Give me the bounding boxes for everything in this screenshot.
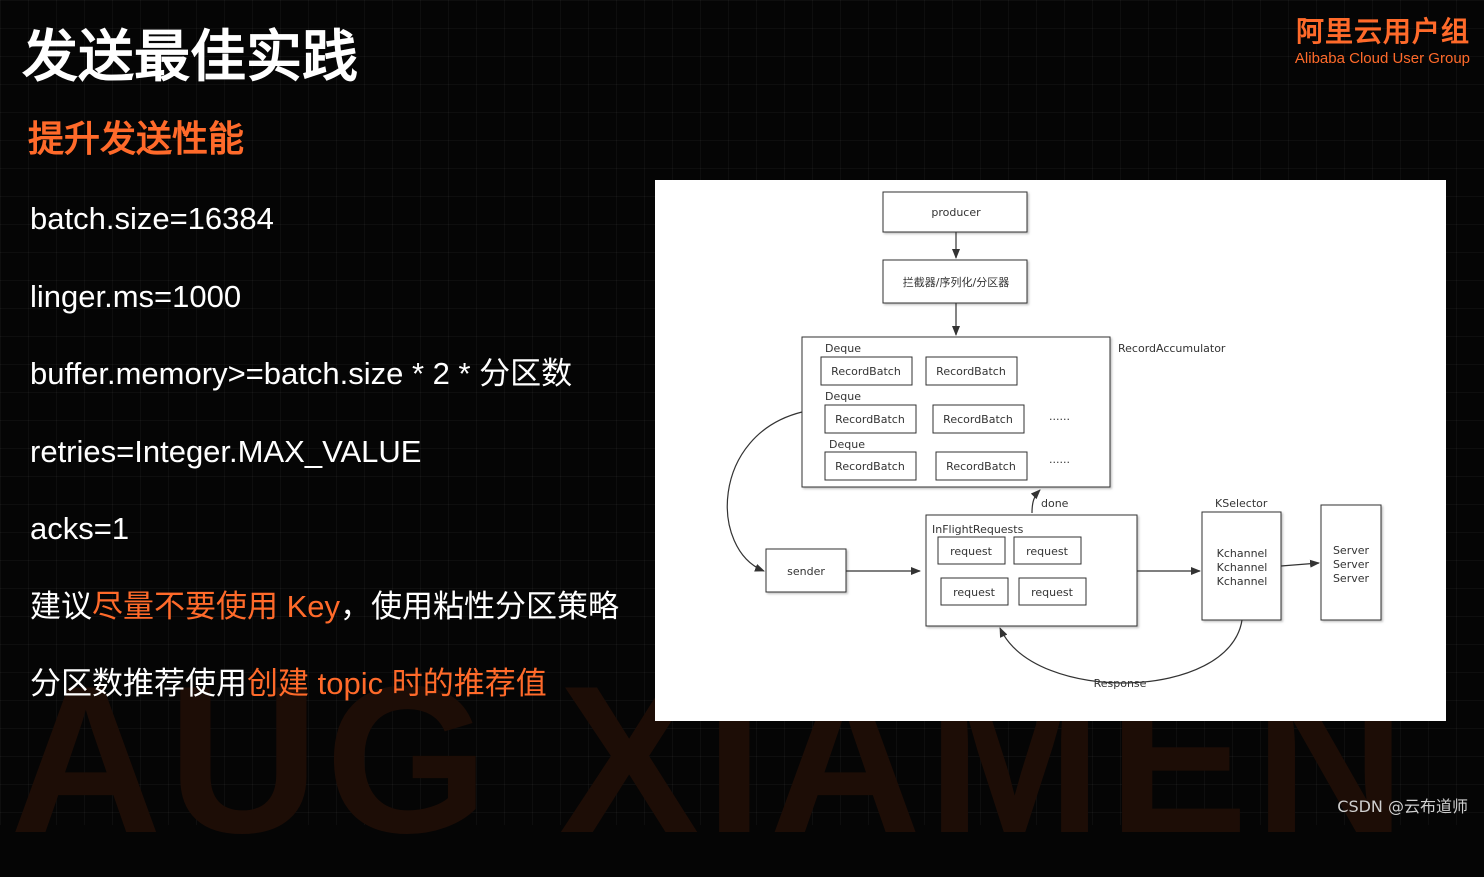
server-label-3: Server xyxy=(1333,572,1370,585)
interceptor-label: 拦截器/序列化/分区器 xyxy=(903,275,1009,289)
record-batch-label-1-1: RecordBatch xyxy=(831,365,901,378)
arrow-kselector-to-server xyxy=(1280,559,1320,568)
request-label-3: request xyxy=(953,586,996,599)
config-item-batch-size: batch.size=16384 xyxy=(30,201,274,236)
recommendation-key-prefix: 建议 xyxy=(30,588,92,624)
deque-label-1: Deque xyxy=(825,342,861,355)
kselector-label: KSelector xyxy=(1215,497,1268,510)
record-batch-label-2-2: RecordBatch xyxy=(943,413,1013,426)
record-batch-label-1-2: RecordBatch xyxy=(936,365,1006,378)
request-box-1 xyxy=(937,536,1006,565)
recommendation-partitions: 分区数推荐使用创建 topic 时的推荐值 xyxy=(30,662,619,740)
request-label-1: request xyxy=(950,545,993,558)
recommendation-key-highlight: 尽量不要使用 Key xyxy=(92,588,341,624)
request-box-3 xyxy=(940,577,1009,606)
record-batch-label-3-1: RecordBatch xyxy=(835,460,905,473)
slide-subtitle: 提升发送性能 xyxy=(28,119,245,160)
server-box xyxy=(1320,504,1382,621)
interceptor-box xyxy=(882,259,1028,304)
recommendation-partitions-highlight: 创建 topic 时的推荐值 xyxy=(247,666,547,701)
recommendation-key-suffix: ，使用粘性分区策略 xyxy=(340,588,620,624)
config-list: batch.size=16384 linger.ms=1000 buffer.m… xyxy=(30,197,619,740)
slide-title: 发送最佳实践 xyxy=(22,25,358,90)
recommendation-key: 建议尽量不要使用 Key，使用粘性分区策略 xyxy=(30,585,619,663)
response-label: Response xyxy=(1094,677,1147,690)
sender-box xyxy=(765,548,847,593)
kchannel-label-3: Kchannel xyxy=(1217,575,1268,588)
request-box-4 xyxy=(1018,577,1087,606)
request-box-2 xyxy=(1013,536,1082,565)
kafka-producer-diagram: producer 拦截器/序列化/分区器 RecordBatch RecordB… xyxy=(655,180,1446,721)
arrow-response xyxy=(999,619,1243,684)
brand-logo: 阿里云用户组 Alibaba Cloud User Group xyxy=(1295,10,1470,67)
config-item-linger-ms: linger.ms=1000 xyxy=(30,278,242,314)
deque-label-2: Deque xyxy=(825,390,861,403)
config-item-buffer-memory: buffer.memory>=batch.size * 2 * 分区数 xyxy=(30,356,573,391)
producer-box xyxy=(882,191,1028,233)
ellipsis-2: ...... xyxy=(1049,453,1070,466)
accumulator-label: RecordAccumulator xyxy=(1118,342,1226,355)
record-batch-1-1 xyxy=(820,356,913,386)
arrow-accumulator-to-sender xyxy=(726,411,803,572)
config-item-retries: retries=Integer.MAX_VALUE xyxy=(30,433,422,469)
inflight-label: InFlightRequests xyxy=(932,523,1024,536)
record-batch-label-3-2: RecordBatch xyxy=(946,460,1016,473)
config-item-acks: acks=1 xyxy=(30,511,130,546)
record-batch-2-2 xyxy=(932,404,1025,434)
recommendation-partitions-prefix: 分区数推荐使用 xyxy=(30,666,247,701)
logo-cn-text: 阿里云用户组 xyxy=(1295,15,1470,48)
arrow-done xyxy=(1030,489,1041,514)
logo-en-text: Alibaba Cloud User Group xyxy=(1294,50,1470,67)
record-batch-2-1 xyxy=(824,404,917,434)
server-label-1: Server xyxy=(1333,544,1370,557)
request-label-4: request xyxy=(1031,586,1074,599)
record-batch-3-2 xyxy=(935,451,1028,481)
producer-label: producer xyxy=(931,206,981,219)
inflight-box xyxy=(925,514,1138,627)
footer-credit: CSDN @云布道师 xyxy=(1337,797,1468,816)
record-batch-1-2 xyxy=(925,356,1018,386)
record-batch-label-2-1: RecordBatch xyxy=(835,413,905,426)
server-label-2: Server xyxy=(1333,558,1370,571)
request-label-2: request xyxy=(1026,545,1069,558)
sender-label: sender xyxy=(787,565,825,578)
record-batch-3-1 xyxy=(824,451,917,481)
ellipsis-1: ...... xyxy=(1049,410,1070,423)
done-label: done xyxy=(1041,497,1069,510)
kchannel-label-1: Kchannel xyxy=(1217,547,1268,560)
kchannel-label-2: Kchannel xyxy=(1217,561,1268,574)
deque-label-3: Deque xyxy=(829,438,865,451)
